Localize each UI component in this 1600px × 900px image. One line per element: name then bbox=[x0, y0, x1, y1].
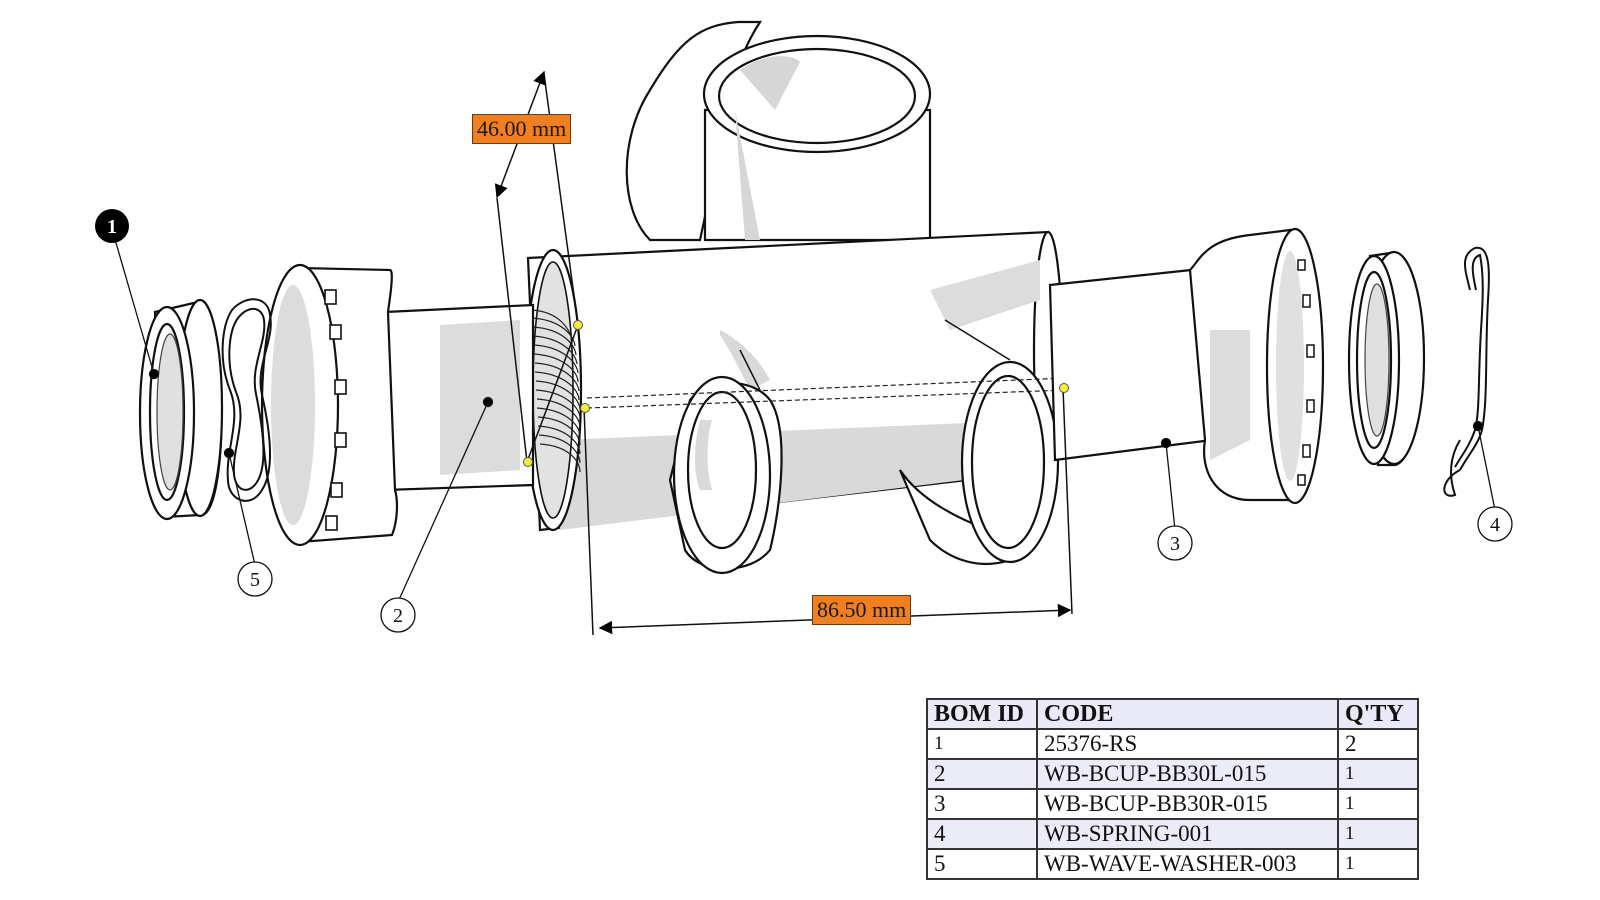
callout-4: 4 bbox=[1477, 506, 1513, 542]
callout-4-label: 4 bbox=[1490, 514, 1500, 536]
left-bearing bbox=[138, 298, 224, 521]
spring-clip bbox=[1443, 246, 1490, 497]
bom-code: WB-BCUP-BB30L-015 bbox=[1036, 758, 1339, 790]
bom-id: 5 bbox=[926, 848, 1038, 880]
dimension-label-46mm: 46.00 mm bbox=[472, 114, 572, 144]
bom-header-id: BOM ID bbox=[926, 698, 1038, 730]
callout-2-label: 2 bbox=[393, 605, 403, 627]
bom-code: WB-BCUP-BB30R-015 bbox=[1036, 788, 1339, 820]
bom-table: BOM ID CODE Q'TY 1 25376-RS 2 2 WB-BCUP-… bbox=[926, 698, 1419, 880]
bom-qty: 1 bbox=[1337, 758, 1419, 790]
measure-points bbox=[523, 320, 1069, 467]
left-bearing-cup bbox=[260, 263, 535, 547]
bom-qty: 1 bbox=[1337, 788, 1419, 820]
bom-id: 3 bbox=[926, 788, 1038, 820]
bom-id: 2 bbox=[926, 758, 1038, 790]
table-row: 2 WB-BCUP-BB30L-015 1 bbox=[926, 758, 1419, 790]
bom-code: WB-WAVE-WASHER-003 bbox=[1036, 848, 1339, 880]
callout-1-label: 1 bbox=[107, 216, 117, 238]
right-bearing bbox=[1347, 250, 1426, 467]
table-row: 4 WB-SPRING-001 1 bbox=[926, 818, 1419, 850]
leader-lines bbox=[111, 228, 1496, 603]
callout-3-label: 3 bbox=[1170, 533, 1180, 555]
callout-5-label: 5 bbox=[250, 569, 260, 591]
bom-qty: 2 bbox=[1337, 728, 1419, 760]
right-bearing-cup bbox=[1048, 227, 1325, 505]
bom-header-row: BOM ID CODE Q'TY bbox=[926, 698, 1419, 730]
dimension-label-86mm: 86.50 mm bbox=[812, 595, 912, 625]
bom-id: 4 bbox=[926, 818, 1038, 850]
table-row: 1 25376-RS 2 bbox=[926, 728, 1419, 760]
bom-code: WB-SPRING-001 bbox=[1036, 818, 1339, 850]
bom-header-code: CODE bbox=[1036, 698, 1339, 730]
wave-washer bbox=[221, 298, 272, 502]
frame-shell bbox=[523, 20, 1067, 575]
callout-1: 1 bbox=[95, 209, 129, 243]
callout-3: 3 bbox=[1157, 525, 1193, 561]
bom-header-qty: Q'TY bbox=[1337, 698, 1419, 730]
table-row: 5 WB-WAVE-WASHER-003 1 bbox=[926, 848, 1419, 880]
callout-5: 5 bbox=[237, 561, 273, 597]
bom-qty: 1 bbox=[1337, 848, 1419, 880]
bom-id: 1 bbox=[926, 728, 1038, 760]
bom-qty: 1 bbox=[1337, 818, 1419, 850]
bom-code: 25376-RS bbox=[1036, 728, 1339, 760]
table-row: 3 WB-BCUP-BB30R-015 1 bbox=[926, 788, 1419, 820]
callout-2: 2 bbox=[380, 597, 416, 633]
